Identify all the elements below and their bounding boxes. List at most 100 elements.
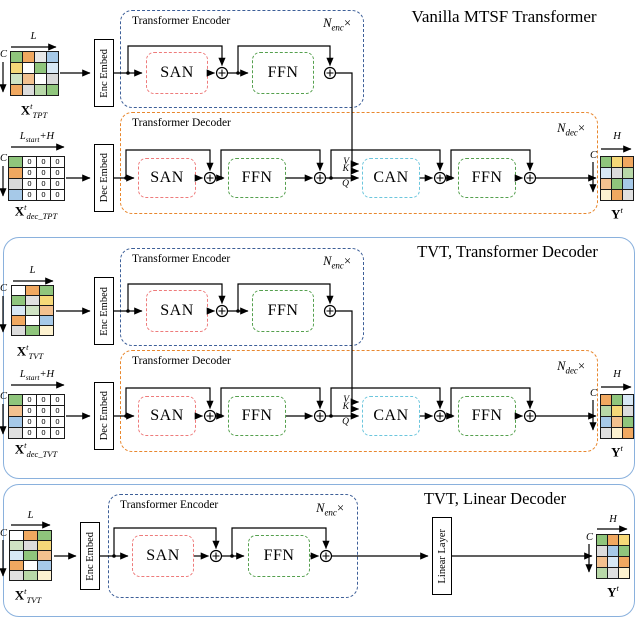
matrix-cell: 0 bbox=[51, 428, 64, 438]
matrix-cell: 0 bbox=[51, 395, 64, 405]
san-label: SAN bbox=[150, 407, 184, 424]
matrix-cell bbox=[623, 157, 633, 167]
matrix-cell bbox=[612, 406, 622, 416]
matrix-cell bbox=[12, 316, 25, 325]
matrix-cell bbox=[623, 190, 633, 200]
matrix-cell bbox=[47, 74, 58, 84]
matrix-cell bbox=[601, 406, 611, 416]
matrix-cell bbox=[24, 571, 37, 580]
matrix-cell bbox=[24, 561, 37, 570]
matrix-cell bbox=[23, 63, 34, 73]
matrix-cell bbox=[608, 535, 618, 545]
can-block: CAN bbox=[362, 158, 420, 198]
matrix-cell bbox=[11, 63, 22, 73]
panel-title: TVT, Transformer Decoder bbox=[417, 242, 598, 261]
decoder-box-label: Transformer Decoder bbox=[132, 355, 231, 367]
matrix-cell: 0 bbox=[23, 406, 36, 416]
matrix-cell: 0 bbox=[37, 428, 50, 438]
decoder-repeat-label: Ndec× bbox=[557, 359, 585, 376]
matrix-cell bbox=[38, 551, 51, 560]
matrix-cell bbox=[597, 557, 607, 567]
san-block: SAN bbox=[146, 290, 208, 332]
san-block: SAN bbox=[138, 396, 196, 436]
matrix-cell bbox=[40, 326, 53, 335]
matrix-cell: 0 bbox=[37, 417, 50, 427]
matrix-cell bbox=[612, 428, 622, 438]
ffn-label: FFN bbox=[471, 169, 503, 186]
matrix-cell bbox=[597, 568, 607, 578]
decoder-repeat-label: Ndec× bbox=[557, 121, 585, 138]
matrix-cell bbox=[10, 531, 23, 540]
matrix-cell bbox=[612, 417, 622, 427]
san-block: SAN bbox=[138, 158, 196, 198]
q-label: Q bbox=[342, 179, 349, 189]
matrix-cell bbox=[35, 85, 46, 95]
ffn-block: FFN bbox=[248, 535, 310, 577]
enc-embed-block: Enc Embed bbox=[94, 277, 114, 345]
matrix-cell bbox=[9, 406, 22, 416]
matrix-cell bbox=[612, 395, 622, 405]
dec-embed-block: Dec Embed bbox=[94, 144, 114, 212]
matrix-cell bbox=[608, 546, 618, 556]
matrix-cell bbox=[23, 85, 34, 95]
decoder-box-label: Transformer Decoder bbox=[132, 117, 231, 129]
matrix-cell bbox=[608, 568, 618, 578]
encoder-box-label: Transformer Encoder bbox=[132, 15, 231, 27]
matrix-cell bbox=[26, 286, 39, 295]
matrix-cell bbox=[619, 546, 629, 556]
matrix-cell bbox=[619, 557, 629, 567]
matrix-cell bbox=[26, 316, 39, 325]
dec-embed-label: Dec Embed bbox=[98, 153, 110, 203]
matrix-cell bbox=[608, 557, 618, 567]
dim-label-Lstart: Lstart+H bbox=[19, 131, 55, 145]
matrix-cell bbox=[12, 326, 25, 335]
output-matrix bbox=[596, 534, 630, 579]
ffn-block: FFN bbox=[228, 396, 286, 436]
transformer-encoder-box bbox=[120, 10, 364, 108]
dim-label-C: C bbox=[0, 391, 8, 402]
ffn-label: FFN bbox=[471, 407, 503, 424]
matrix-cell bbox=[47, 52, 58, 62]
matrix-cell bbox=[12, 306, 25, 315]
matrix-cell bbox=[612, 168, 622, 178]
output-label: Yt bbox=[607, 583, 619, 600]
dim-label-C: C bbox=[0, 283, 8, 294]
matrix-cell bbox=[12, 296, 25, 305]
matrix-cell bbox=[38, 561, 51, 570]
matrix-cell bbox=[23, 74, 34, 84]
output-label: Yt bbox=[611, 205, 623, 222]
ffn-label: FFN bbox=[263, 547, 295, 564]
matrix-cell bbox=[597, 546, 607, 556]
transformer-decoder-box bbox=[120, 350, 598, 452]
matrix-cell bbox=[24, 551, 37, 560]
encoder-repeat-label: Nenc× bbox=[316, 501, 344, 518]
matrix-cell bbox=[9, 168, 22, 178]
matrix-cell bbox=[601, 179, 611, 189]
transformer-encoder-box bbox=[120, 248, 364, 346]
matrix-cell bbox=[623, 417, 633, 427]
matrix-cell bbox=[24, 541, 37, 550]
matrix-cell bbox=[10, 561, 23, 570]
matrix-cell: 0 bbox=[51, 157, 64, 167]
matrix-cell bbox=[11, 52, 22, 62]
matrix-cell bbox=[597, 535, 607, 545]
matrix-cell bbox=[40, 286, 53, 295]
matrix-cell: 0 bbox=[37, 395, 50, 405]
ffn-block: FFN bbox=[252, 290, 314, 332]
matrix-cell bbox=[38, 571, 51, 580]
dim-label-L: L bbox=[27, 510, 34, 521]
encoder-box-label: Transformer Encoder bbox=[120, 499, 219, 511]
matrix-cell: 0 bbox=[51, 179, 64, 189]
matrix-cell bbox=[612, 190, 622, 200]
matrix-cell bbox=[601, 168, 611, 178]
matrix-cell bbox=[26, 326, 39, 335]
output-matrix bbox=[600, 394, 634, 439]
matrix-cell bbox=[35, 74, 46, 84]
dim-label-H: H bbox=[613, 369, 621, 380]
matrix-cell bbox=[11, 85, 22, 95]
matrix-cell: 0 bbox=[37, 406, 50, 416]
ffn-block: FFN bbox=[458, 158, 516, 198]
matrix-cell: 0 bbox=[23, 395, 36, 405]
san-block: SAN bbox=[132, 535, 194, 577]
